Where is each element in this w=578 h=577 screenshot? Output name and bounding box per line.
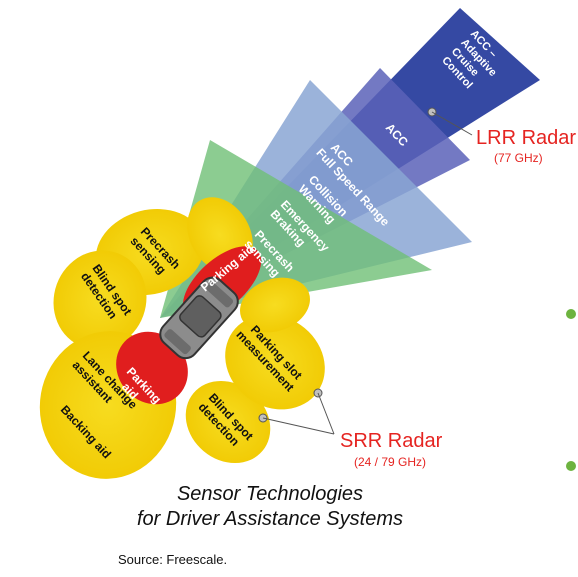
- parking-aid-rear-zone: [116, 331, 188, 405]
- label-lrr-acc: ACC – Adaptive Cruise Control: [439, 28, 510, 99]
- source-note: Source: Freescale.: [118, 552, 228, 567]
- bullet-dot-2: [566, 461, 576, 471]
- srr-callout-line-2: [262, 417, 335, 435]
- srr-radar-label: SRR Radar: [340, 430, 443, 452]
- lobe-blind-spot-left: [53, 250, 147, 350]
- srr-radar-freq: (24 / 79 GHz): [354, 455, 426, 469]
- caption-line-1: Sensor Technologies: [176, 483, 364, 505]
- lobe-parking-slot: [225, 314, 325, 410]
- lrr-radar-freq: (77 GHz): [494, 151, 543, 165]
- lrr-callout-line: [431, 111, 473, 136]
- lobe-blind-spot-right: [185, 380, 271, 464]
- car: [159, 276, 239, 360]
- lobe-front-right: [240, 277, 310, 333]
- bullet-dot-1: [566, 309, 576, 319]
- lrr-radar-label: LRR Radar: [476, 127, 576, 149]
- srr-callout-line-1: [317, 392, 335, 435]
- caption-line-2: for Driver Assistance Systems: [137, 508, 403, 530]
